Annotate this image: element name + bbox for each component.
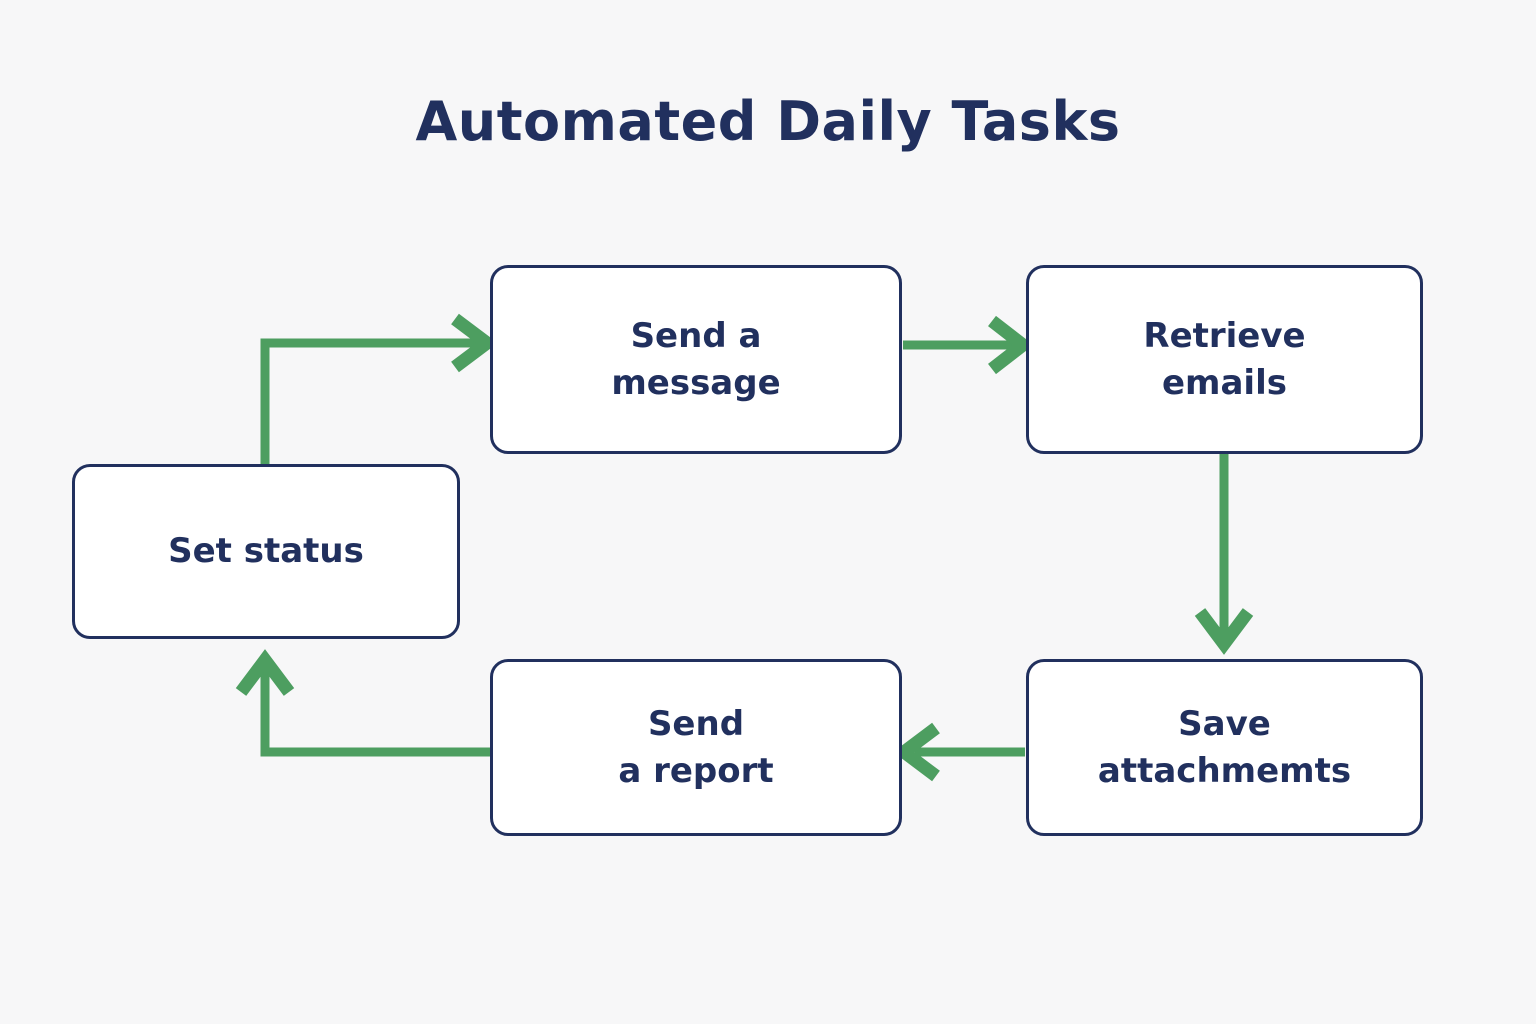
connector-save-attach-to-send-report (893, 722, 1025, 782)
flow-node-label-line2: emails (1162, 362, 1287, 403)
arrowhead-up-icon (235, 649, 295, 696)
flow-node-label-line2: a report (618, 750, 774, 791)
flow-node-label: Send a report (618, 701, 773, 795)
page-title: Automated Daily Tasks (415, 90, 1121, 153)
flow-node-label-line1: Save (1178, 703, 1271, 744)
arrowhead-down-icon (1194, 608, 1254, 655)
connector-send-report-to-set-status (235, 649, 490, 757)
arrowhead-left-icon (893, 722, 940, 782)
arrowhead-right-icon (451, 313, 498, 373)
connector-send-message-to-retrieve-emails (903, 315, 1034, 375)
connector-path (260, 338, 478, 466)
flow-node-set-status[interactable]: Set status (72, 464, 460, 639)
flow-node-save-attachments[interactable]: Save attachmemts (1026, 659, 1423, 836)
connector-path (260, 670, 490, 757)
flow-node-label: Save attachmemts (1098, 701, 1351, 795)
connector-retrieve-emails-to-save-attach (1194, 454, 1254, 655)
flow-node-retrieve-emails[interactable]: Retrieve emails (1026, 265, 1423, 454)
flow-node-label: Retrieve emails (1143, 313, 1305, 407)
flow-node-label: Send a message (611, 313, 780, 407)
connector-set-status-to-send-message (260, 313, 498, 466)
arrowhead-right-icon (988, 315, 1034, 375)
flow-node-label-line2: message (611, 362, 781, 403)
flow-node-label-line1: Send a (630, 315, 762, 356)
flow-node-label-line1: Retrieve (1143, 315, 1306, 356)
flow-node-label: Set status (168, 531, 364, 572)
flow-node-label-line1: Send (647, 703, 745, 744)
flow-node-label-line2: attachmemts (1097, 750, 1352, 791)
flow-node-send-message[interactable]: Send a message (490, 265, 902, 454)
flow-node-send-report[interactable]: Send a report (490, 659, 902, 836)
